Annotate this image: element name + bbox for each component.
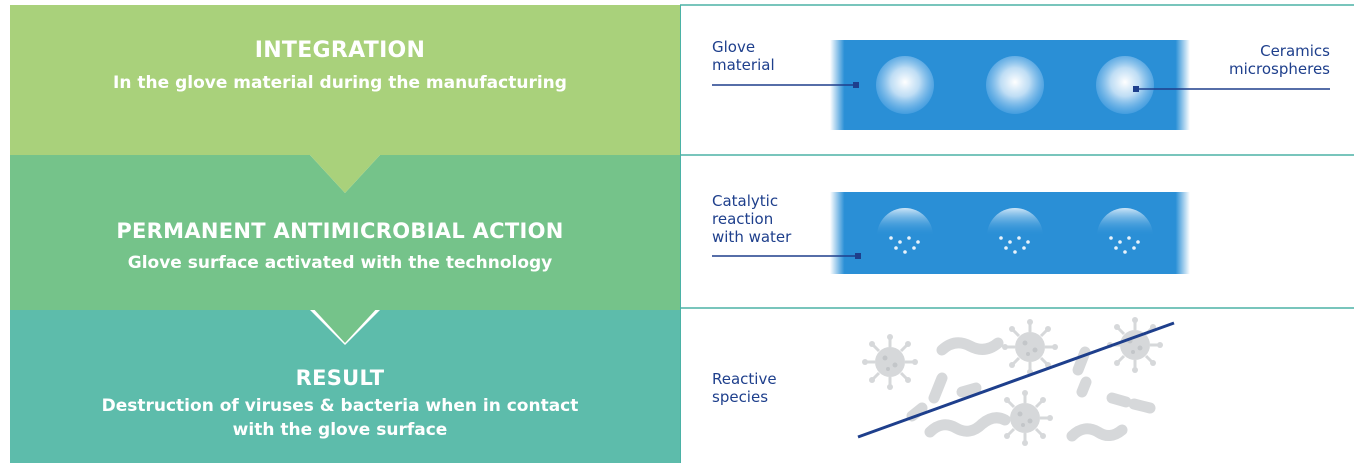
label-glove-material: Glove material	[712, 38, 775, 74]
stage-description: Destruction of viruses & bacteria when i…	[101, 396, 579, 440]
glove-surface-line	[857, 321, 1175, 439]
stage-1-arrow	[310, 155, 380, 193]
stage-description: In the glove material during the manufac…	[113, 73, 567, 93]
stage-3-background	[10, 310, 680, 463]
leader-marker	[1133, 86, 1139, 92]
leader-marker	[853, 82, 859, 88]
ceramic-microsphere-icon	[1096, 56, 1154, 114]
bacteria-icon	[906, 402, 928, 422]
label-ceramics-microspheres: Ceramics microspheres	[1229, 42, 1330, 78]
bacteria-icon	[936, 337, 1004, 356]
reaction-sphere	[987, 208, 1043, 254]
ceramic-microsphere-icon	[986, 56, 1044, 114]
stage-1-background	[10, 5, 680, 155]
bacteria-icon	[1066, 423, 1128, 442]
bacteria-cluster	[906, 337, 1156, 442]
stage-2-arrow	[310, 305, 380, 343]
stage-antimicrobial-action: PERMANENT ANTIMICROBIAL ACTION Glove sur…	[0, 216, 680, 276]
label-catalytic-reaction: Catalytic reaction with water	[712, 192, 792, 246]
reaction-sphere	[1097, 208, 1153, 254]
stage-description: Glove surface activated with the technol…	[127, 253, 553, 273]
leader-marker	[855, 253, 861, 259]
stage-title: RESULT	[295, 366, 385, 390]
illustration-panel	[680, 4, 1354, 463]
bacteria-icon	[1106, 392, 1132, 408]
label-reactive-species: Reactive species	[712, 370, 777, 406]
bacteria-icon	[1128, 398, 1156, 414]
stage-title: INTEGRATION	[254, 38, 426, 63]
bacteria-icon	[956, 382, 982, 398]
bacteria-icon	[924, 412, 1011, 438]
virus-icon	[860, 332, 920, 392]
stage-result: RESULT Destruction of viruses & bacteria…	[0, 364, 680, 442]
ceramic-microsphere-icon	[876, 56, 934, 114]
stage-integration: INTEGRATION In the glove material during…	[0, 36, 680, 96]
bacteria-icon	[928, 372, 948, 404]
stage-title: PERMANENT ANTIMICROBIAL ACTION	[116, 219, 564, 243]
stage-panel	[10, 5, 680, 463]
reaction-sphere	[877, 208, 933, 254]
bacteria-icon	[1076, 376, 1092, 398]
stage-2-background	[10, 155, 680, 310]
